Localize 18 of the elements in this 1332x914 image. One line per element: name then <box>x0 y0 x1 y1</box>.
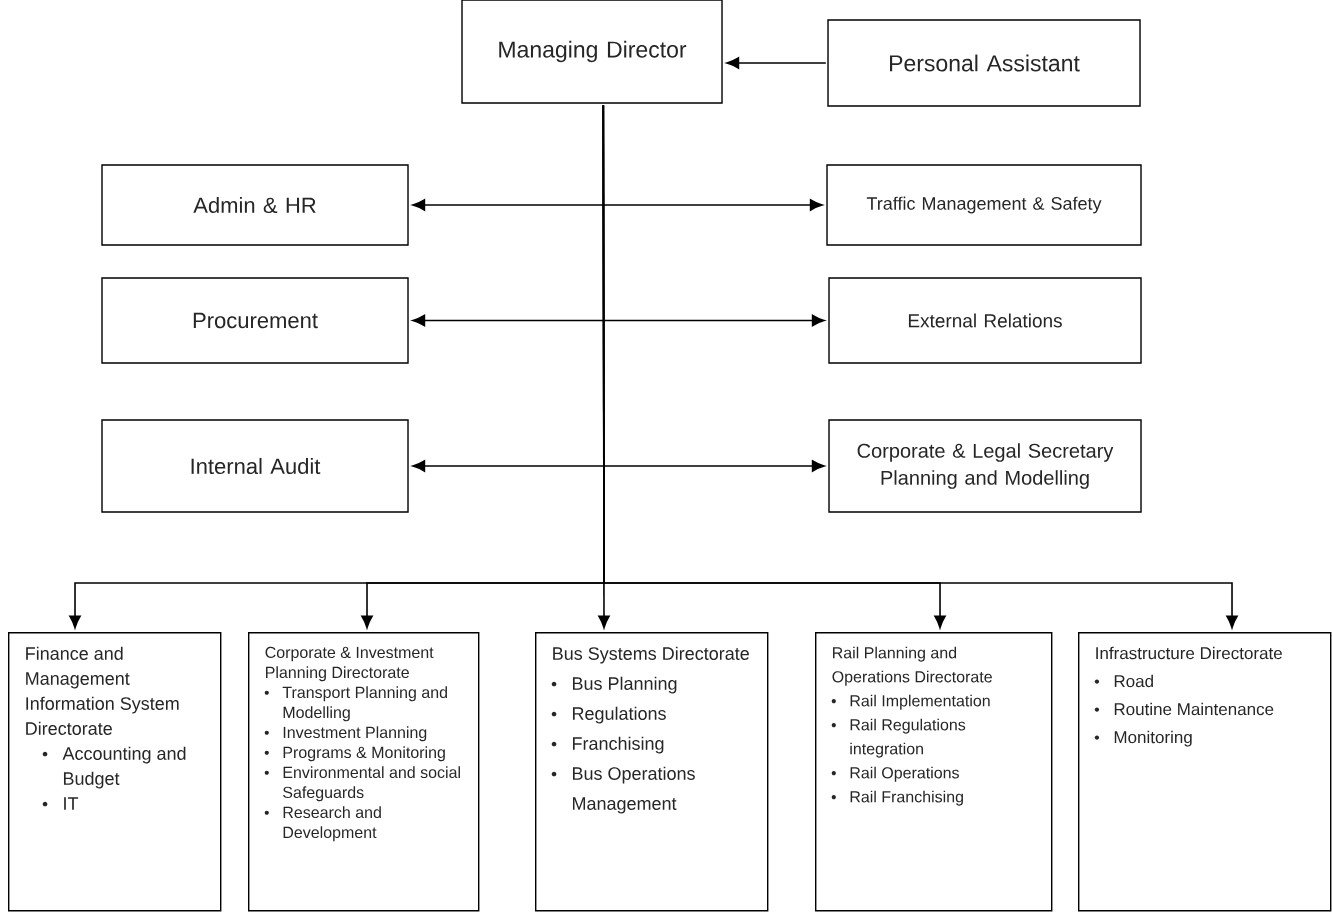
department-box: Personal Assistant <box>827 19 1141 107</box>
arrow <box>412 460 825 472</box>
directorate-box: Finance and Management Information System Directorate Accounting and Budget IT <box>8 632 222 912</box>
department-box: Internal Audit <box>101 419 409 513</box>
arrow <box>602 104 1238 629</box>
arrow <box>412 199 823 211</box>
department-box: Traffic Management & Safety <box>826 164 1142 246</box>
department-box: Procurement <box>101 277 409 364</box>
department-box: External Relations <box>828 277 1142 364</box>
department-box: Managing Director <box>461 0 723 104</box>
directorate-box: Corporate & Investment Planning Directorate Transport Planning and Modelling Investment Planning Programs & Monitoring Environmental and social Safeguards Research and Development <box>248 632 480 912</box>
directorate-box: Rail Planning and Operations Directorate Rail Implementation Rail Regulations integration Rail Operations Rail Franchising <box>815 632 1053 912</box>
arrow <box>726 57 827 69</box>
directorate-box: Bus Systems Directorate Bus Planning Regulations Franchising Bus Operations Management <box>535 632 769 912</box>
arrow <box>412 314 825 327</box>
department-box: Corporate & Legal Secretary Planning and Modelling <box>828 419 1142 513</box>
department-box: Admin & HR <box>101 164 409 246</box>
directorate-box: Infrastructure Directorate Road Routine Maintenance Monitoring <box>1078 632 1332 912</box>
